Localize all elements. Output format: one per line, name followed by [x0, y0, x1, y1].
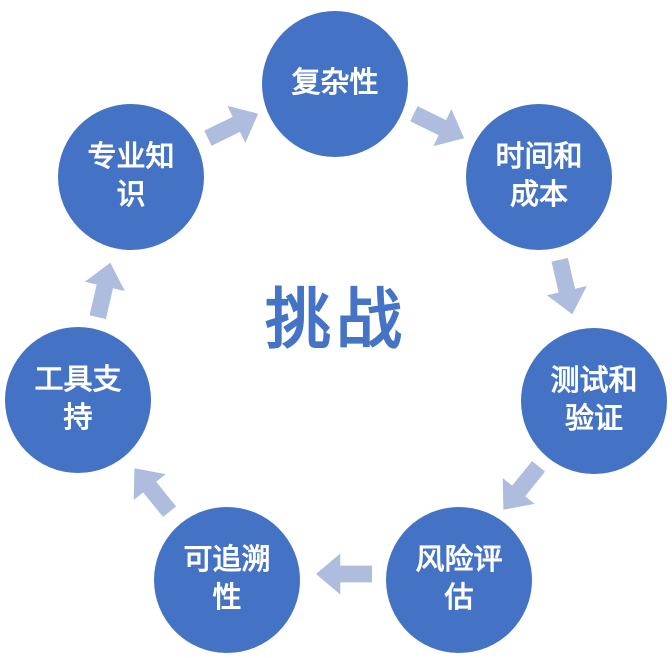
node-label-expertise: 专业知识	[87, 141, 175, 211]
node-label-risk-assessment: 风险评估	[415, 544, 503, 614]
cycle-node-expertise: 专业知识	[58, 104, 204, 250]
node-label-testing-and-verification: 测试和验证	[550, 365, 638, 435]
node-label-time-and-cost: 时间和成本	[495, 141, 583, 211]
cycle-node-risk-assessment: 风险评估	[386, 507, 532, 653]
flow-arrow-icon-testing-to-risk	[486, 452, 555, 523]
cycle-node-tool-support: 工具支持	[5, 327, 151, 473]
flow-arrow-icon-complexity-to-time-cost	[404, 94, 474, 158]
cycle-node-testing-and-verification: 测试和验证	[521, 328, 667, 474]
flow-arrow-icon-traceability-to-tools	[117, 454, 186, 525]
flow-arrow-icon-risk-to-traceability	[316, 552, 372, 596]
flow-arrow-icon-expertise-to-complexity	[198, 94, 268, 158]
flow-arrow-icon-tools-to-expertise	[76, 258, 131, 322]
node-label-tool-support: 工具支持	[34, 364, 122, 434]
cycle-node-time-and-cost: 时间和成本	[466, 104, 612, 250]
diagram-center-title: 挑战	[265, 280, 407, 358]
cycle-node-complexity: 复杂性	[262, 11, 408, 157]
node-label-traceability: 可追溯性	[183, 544, 271, 614]
cycle-node-traceability: 可追溯性	[154, 507, 300, 653]
node-label-complexity: 复杂性	[291, 67, 379, 100]
flow-arrow-icon-time-cost-to-testing	[538, 255, 593, 319]
